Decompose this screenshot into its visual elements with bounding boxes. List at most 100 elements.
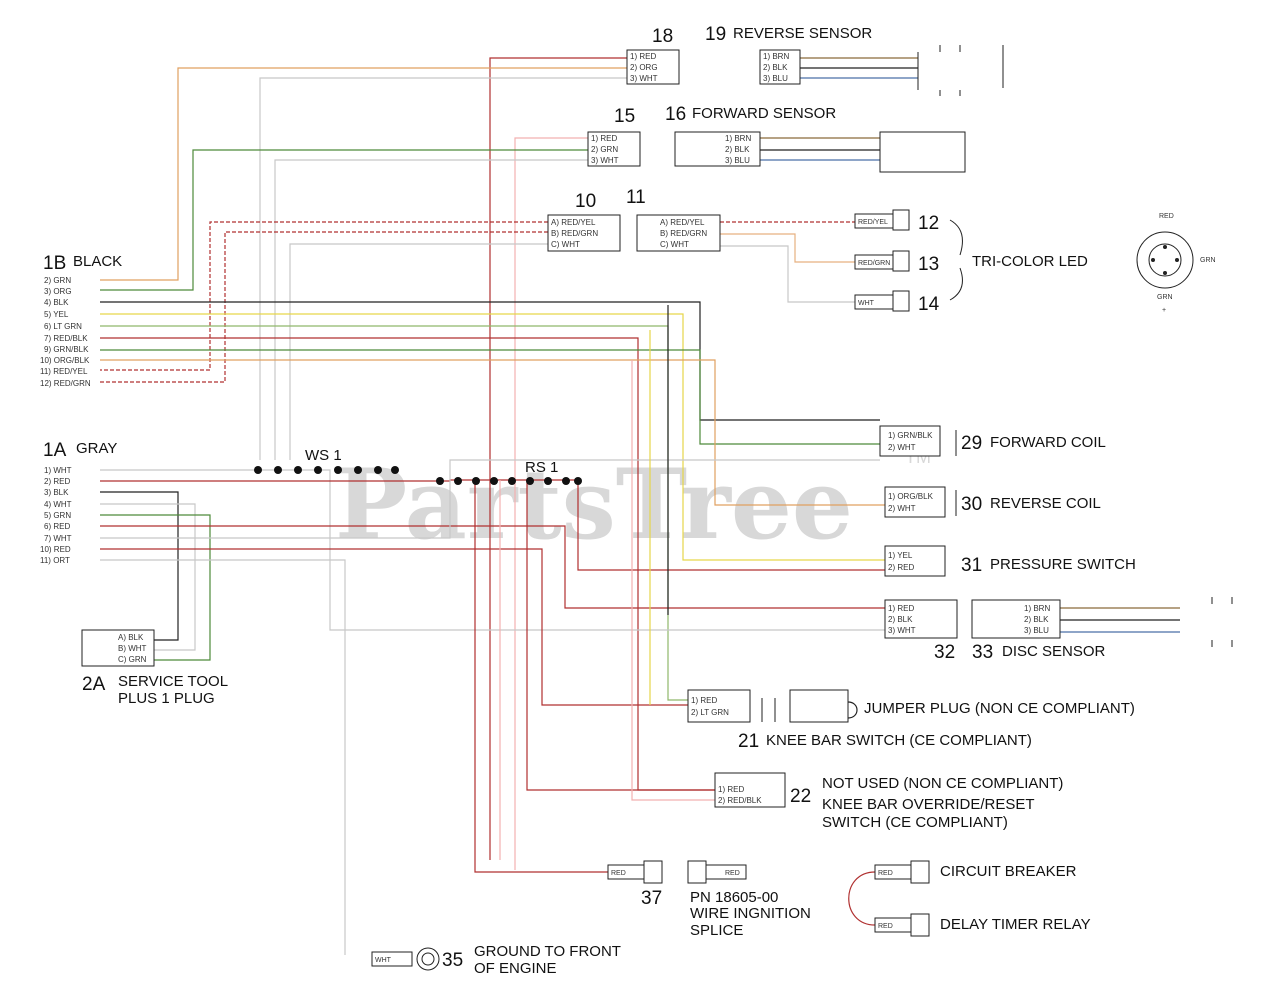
svg-text:RED: RED [878, 923, 893, 930]
connector-18: 18 1) RED 2) ORG 3) WHT [626, 26, 680, 85]
wire-1a-wht [100, 469, 888, 631]
wire-1b-redblk [100, 337, 720, 791]
connector-16: 16 FORWARD SENSOR 1) BRN 2) BLK 3) BLU [665, 104, 966, 173]
svg-text:C) WHT: C) WHT [551, 240, 580, 249]
wire-1a-red2 [100, 525, 888, 609]
svg-text:3) BLK: 3) BLK [44, 488, 69, 497]
svg-text:5) GRN: 5) GRN [44, 511, 71, 520]
connector-33-title: DISC SENSOR [1002, 643, 1106, 660]
wire-red-37 [474, 480, 610, 873]
svg-text:6) RED: 6) RED [44, 522, 70, 531]
wire-1a-blk [100, 491, 179, 641]
svg-text:3) WHT: 3) WHT [888, 626, 916, 635]
svg-text:GRN: GRN [1200, 257, 1216, 264]
svg-text:1) RED: 1) RED [718, 785, 744, 794]
connector-10: 10 A) RED/YEL B) RED/GRN C) WHT [547, 191, 621, 252]
svg-text:1) ORG/BLK: 1) ORG/BLK [888, 492, 934, 501]
connector-22-line3: SWITCH (CE COMPLIANT) [822, 814, 1008, 831]
connector-12-number: 12 [918, 213, 939, 234]
svg-text:1) YEL: 1) YEL [888, 551, 913, 560]
svg-text:2) RED/BLK: 2) RED/BLK [718, 796, 762, 805]
svg-text:C) GRN: C) GRN [118, 655, 147, 664]
wire-18-org [100, 67, 627, 281]
svg-text:2) BLK: 2) BLK [725, 145, 750, 154]
svg-text:A) RED/YEL: A) RED/YEL [660, 218, 705, 227]
connector-2a-number: 2A [82, 674, 106, 695]
svg-text:12) RED/GRN: 12) RED/GRN [40, 379, 91, 388]
svg-text:2) WHT: 2) WHT [888, 443, 916, 452]
connector-37-number: 37 [641, 888, 662, 909]
svg-text:3) WHT: 3) WHT [630, 74, 658, 83]
splice-line2: WIRE INGNITION [690, 905, 811, 922]
svg-text:RED/GRN: RED/GRN [858, 260, 890, 267]
svg-text:2) WHT: 2) WHT [888, 504, 916, 513]
connector-14: WHT 14 [854, 290, 940, 315]
svg-text:7) RED/BLK: 7) RED/BLK [44, 334, 88, 343]
svg-text:RED: RED [878, 870, 893, 877]
svg-text:RED: RED [611, 870, 626, 877]
svg-text:2) RED: 2) RED [888, 563, 914, 572]
connector-30: 1) ORG/BLK 2) WHT 30 REVERSE COIL [884, 486, 1101, 518]
svg-text:2) RED: 2) RED [44, 477, 70, 486]
connector-14-number: 14 [918, 294, 940, 315]
connector-11: 11 A) RED/YEL B) RED/GRN C) WHT [626, 187, 721, 252]
connector-30-number: 30 [961, 494, 982, 515]
splice-line1: PN 18605-00 [690, 889, 778, 906]
svg-text:WHT: WHT [375, 957, 392, 964]
connector-15-number: 15 [614, 106, 635, 127]
svg-text:1) RED: 1) RED [591, 134, 617, 143]
connector-19-number: 19 [705, 24, 726, 45]
connector-35-number: 35 [442, 950, 463, 971]
circuit-breaker-label: CIRCUIT BREAKER [940, 863, 1077, 880]
svg-text:1) WHT: 1) WHT [44, 466, 72, 475]
delay-timer-relay-label: DELAY TIMER RELAY [940, 916, 1091, 933]
connector-16-title: FORWARD SENSOR [692, 105, 836, 122]
svg-text:3) BLU: 3) BLU [1024, 626, 1049, 635]
wire-cb-dtr [848, 871, 876, 926]
connector-32: 1) RED 2) BLK 3) WHT 32 [884, 599, 958, 663]
connector-1a: 1A GRAY 1) WHT 2) RED 3) BLK 4) WHT 5) G… [40, 440, 117, 565]
svg-text:10) RED: 10) RED [40, 545, 71, 554]
svg-text:1) BRN: 1) BRN [763, 52, 789, 61]
wire-1a-grn [100, 514, 211, 661]
svg-text:B) WHT: B) WHT [118, 644, 147, 653]
led-bracket [949, 219, 963, 301]
wire-ignition-splice: RED PN 18605-00 WIRE INGNITION SPLICE [687, 860, 811, 939]
wire-18-red [489, 57, 627, 860]
svg-text:2) ORG: 2) ORG [630, 63, 658, 72]
svg-text:C) WHT: C) WHT [660, 240, 689, 249]
svg-text:1) GRN/BLK: 1) GRN/BLK [888, 431, 933, 440]
svg-text:11) ORT: 11) ORT [40, 556, 70, 565]
svg-text:3) WHT: 3) WHT [591, 156, 619, 165]
svg-text:1) RED: 1) RED [888, 604, 914, 613]
connector-19: 19 REVERSE SENSOR 1) BRN 2) BLK 3) BLU [705, 24, 1004, 96]
wire-1b-yel [100, 313, 890, 561]
wire-1a-red3 [100, 548, 690, 706]
svg-text:9) GRN/BLK: 9) GRN/BLK [44, 345, 89, 354]
svg-text:B) RED/GRN: B) RED/GRN [660, 229, 707, 238]
connector-29-title: FORWARD COIL [990, 434, 1106, 451]
connector-35: WHT 35 GROUND TO FRONT OF ENGINE [371, 943, 621, 977]
jumper-plug-label: JUMPER PLUG (NON CE COMPLIANT) [864, 700, 1135, 717]
wire-15-grn [100, 149, 588, 291]
connector-2a-title-2: PLUS 1 PLUG [118, 690, 215, 707]
svg-text:3) BLU: 3) BLU [725, 156, 750, 165]
rs1-splice-dots [436, 477, 582, 485]
svg-text:4) BLK: 4) BLK [44, 298, 69, 307]
connector-13: RED/GRN 13 [854, 250, 939, 275]
connector-1a-title: GRAY [76, 440, 117, 457]
svg-text:6) LT GRN: 6) LT GRN [44, 322, 82, 331]
svg-text:B) RED/GRN: B) RED/GRN [551, 229, 598, 238]
connector-29-number: 29 [961, 433, 982, 454]
svg-text:+: + [1162, 307, 1166, 314]
wire-1b-orgblk [100, 359, 888, 506]
wire-11-wht [720, 245, 855, 303]
svg-text:2) BLK: 2) BLK [763, 63, 788, 72]
connector-21-title: KNEE BAR SWITCH (CE COMPLIANT) [766, 732, 1032, 749]
wire-11-redgrn [720, 233, 855, 263]
svg-text:GRN: GRN [1157, 294, 1173, 301]
connector-33-number: 33 [972, 642, 993, 663]
svg-text:1) BRN: 1) BRN [725, 134, 751, 143]
ws1-label: WS 1 [305, 447, 342, 464]
